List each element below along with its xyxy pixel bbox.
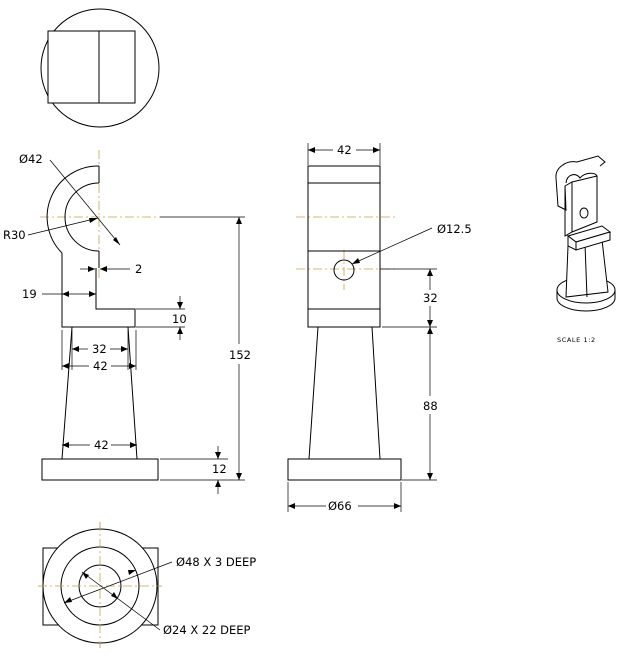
iso-base-side [556, 290, 616, 312]
side-base [287, 458, 402, 481]
side-view [287, 165, 402, 481]
bottom-arrow-left [62, 442, 69, 448]
bore-leader [81, 571, 161, 631]
hole-height-label: 32 [423, 291, 438, 305]
bore-label: Ø24 X 22 DEEP [163, 623, 251, 637]
dia42-label: Ø42 [19, 152, 43, 166]
inner-arrow-right [121, 346, 128, 352]
overall-height-label: 152 [229, 348, 251, 362]
bottom-arrow-right [130, 442, 137, 448]
counterbore-arrow-left [64, 597, 72, 603]
front-body-profile [61, 253, 136, 328]
front-dimensions: Ø42 R30 2 19 10 32 [3, 152, 251, 494]
iso-step-side [575, 231, 611, 251]
r30-arrow [89, 218, 98, 223]
top-width-label: 42 [337, 143, 352, 157]
offset-label: 19 [22, 287, 37, 301]
bore-arrow-left [82, 572, 89, 579]
gap-right-arrow [100, 266, 107, 272]
r30-label: R30 [3, 228, 26, 242]
overall-arrow-top [236, 217, 242, 224]
top-view-block [47, 30, 136, 104]
step-label: 10 [172, 312, 187, 326]
base-dia-label: Ø66 [328, 499, 352, 513]
bore-arrow-right [111, 592, 118, 599]
hole-leader [351, 227, 433, 265]
step-arrow-top [177, 302, 183, 309]
side-hole [333, 259, 355, 281]
iso-hook-side [555, 177, 567, 211]
base-height-label: 12 [212, 462, 227, 476]
side-dimensions: 42 Ø12.5 32 88 Ø66 [287, 143, 472, 513]
inner-width-label: 32 [92, 342, 107, 356]
base-arrow-bottom [215, 480, 221, 487]
counterbore-label: Ø48 X 3 DEEP [176, 555, 256, 569]
top-view [40, 8, 160, 128]
iso-hook-top [555, 155, 606, 179]
top-view-outer-circle [40, 8, 160, 128]
outer-arrow-left [62, 363, 69, 369]
base-arrow-top [215, 452, 221, 459]
gap-left-arrow [88, 266, 95, 272]
offset-arrow-left [62, 291, 69, 297]
side-post-right [371, 326, 381, 460]
counterbore-leader [63, 561, 173, 604]
side-upper-block [307, 165, 381, 328]
outer-width-label: 42 [93, 359, 108, 373]
bottom-view [38, 522, 162, 648]
offset-arrow-right [89, 291, 96, 297]
hole-dim-arrow-bottom [427, 320, 433, 327]
iso-post-edge [584, 243, 588, 298]
outer-arrow-right [129, 363, 136, 369]
post-height-label: 88 [423, 399, 438, 413]
front-inner-arc [64, 182, 100, 252]
r30-leader [27, 217, 99, 236]
post-arrow-top [427, 327, 433, 334]
front-post-right [127, 326, 138, 460]
side-post-left [308, 326, 319, 460]
overall-arrow-bottom [236, 473, 242, 480]
dia42-leader [49, 159, 121, 246]
bottom-width-label: 42 [94, 438, 109, 452]
counterbore-arrow-right [128, 570, 136, 575]
front-base [41, 458, 159, 481]
iso-hole [579, 207, 589, 219]
hole-label: Ø12.5 [437, 222, 472, 236]
base-arrow-left [288, 503, 295, 509]
bottom-dimensions: Ø48 X 3 DEEP Ø24 X 22 DEEP [63, 555, 256, 637]
front-outer-arc [46, 165, 100, 254]
front-view [40, 150, 160, 481]
scale-label: SCALE 1:2 [557, 336, 596, 344]
iso-hook-inner [565, 172, 598, 184]
front-post-left [61, 326, 73, 460]
hole-dim-arrow-top [427, 269, 433, 276]
inner-arrow-left [72, 346, 79, 352]
hole-arrow [352, 258, 360, 264]
gap-label: 2 [135, 262, 142, 276]
post-arrow-bottom [427, 473, 433, 480]
top-arrow-right [373, 147, 380, 153]
step-arrow-bottom [177, 327, 183, 334]
iso-view: SCALE 1:2 [555, 155, 616, 344]
top-arrow-left [308, 147, 315, 153]
base-arrow-right [394, 503, 401, 509]
dia42-arrow [113, 237, 120, 245]
